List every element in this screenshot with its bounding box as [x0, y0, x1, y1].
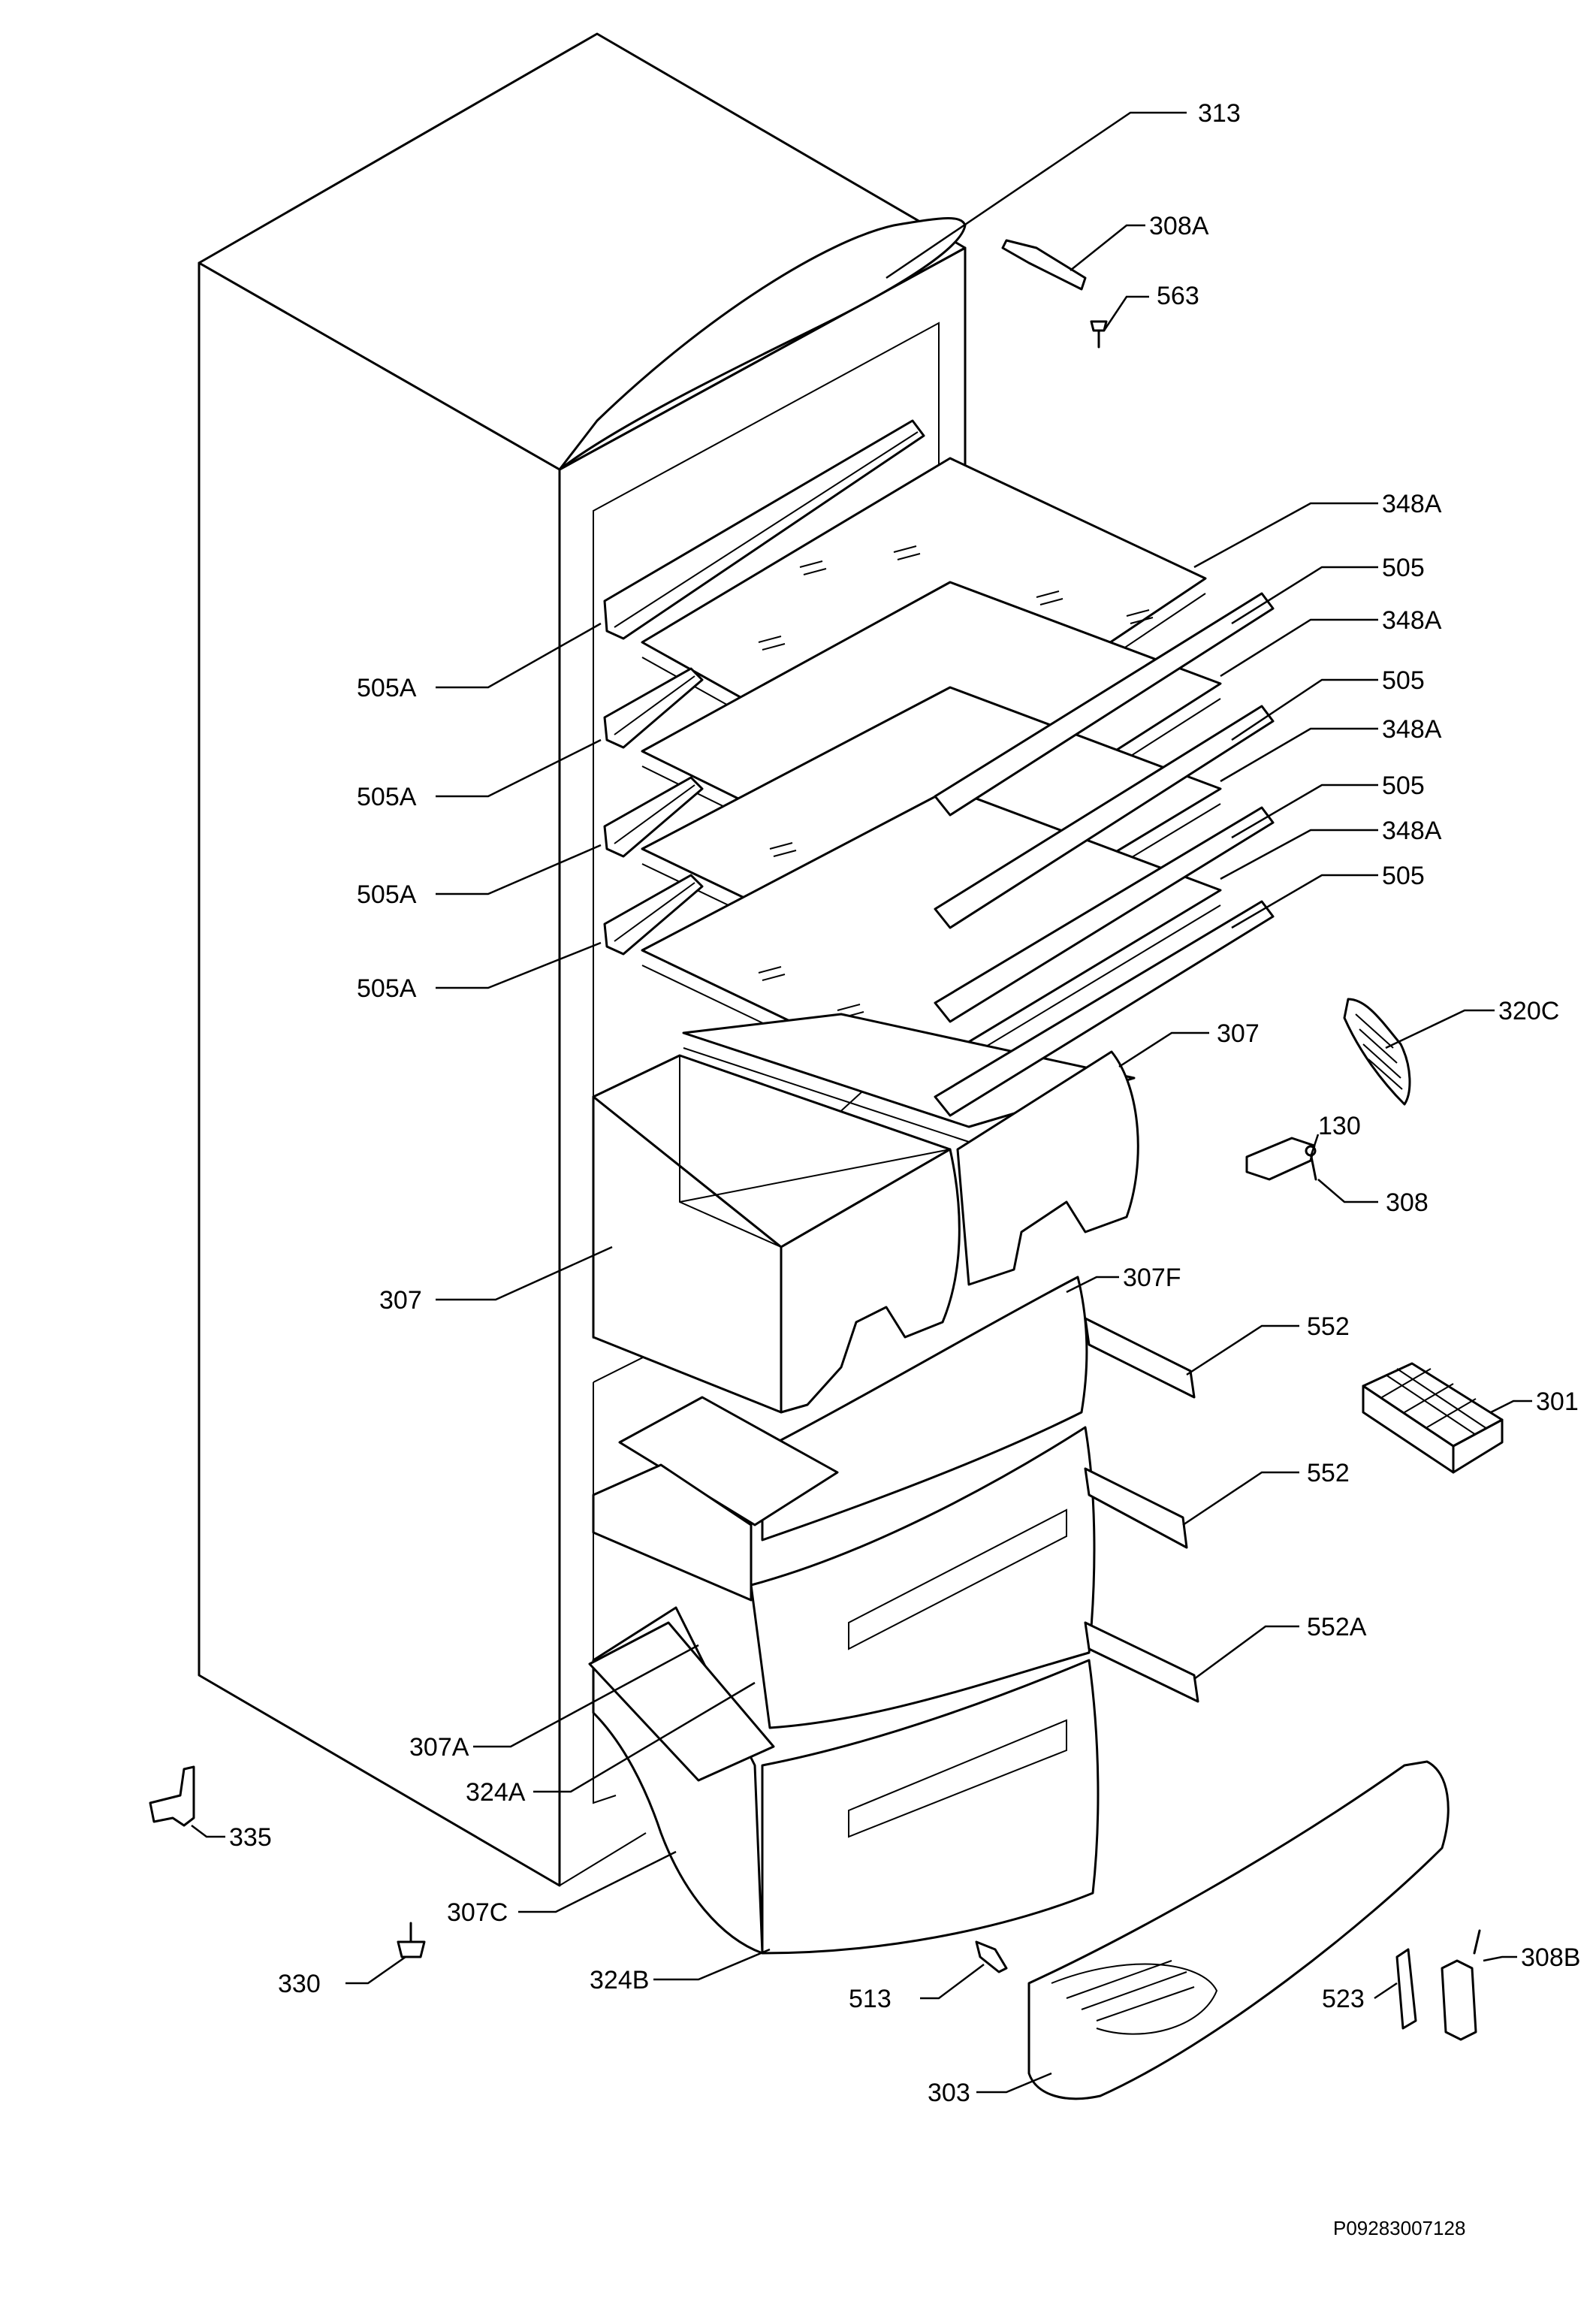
label-513: 513 [849, 1985, 892, 2013]
ice-tray-301 [1362, 1362, 1504, 1474]
part-130 [1245, 1137, 1316, 1181]
callout-labels: 313 308A 563 348A 505 348A 505 348A 505 … [229, 99, 1580, 2239]
part-513 [975, 1940, 1008, 1973]
label-324B: 324B [590, 1966, 649, 1994]
label-505A-4: 505A [357, 974, 417, 1003]
label-313: 313 [1198, 99, 1241, 128]
label-505A-2: 505A [357, 783, 417, 811]
part-308A [1001, 239, 1087, 291]
label-552-2: 552 [1307, 1459, 1350, 1487]
freezer-tray-307C [588, 1621, 775, 1782]
label-301: 301 [1536, 1387, 1579, 1416]
reference-code: P09283007128 [1333, 2217, 1465, 2239]
label-130: 130 [1318, 1112, 1361, 1140]
shelf-support-505A-3 [603, 776, 704, 858]
label-505-1: 505 [1382, 554, 1425, 582]
label-348A-3: 348A [1382, 715, 1442, 744]
label-563: 563 [1157, 282, 1199, 310]
foot-330 [397, 1922, 426, 1958]
label-552A: 552A [1307, 1613, 1367, 1641]
crisper-cover-glass [682, 1013, 1136, 1143]
label-308A: 308A [1149, 212, 1209, 240]
freezer-flap-307F [761, 1276, 1088, 1541]
label-505-3: 505 [1382, 772, 1425, 800]
freezer-tray-307A [592, 1396, 839, 1602]
label-308B: 308B [1521, 1943, 1580, 1972]
shelf-support-505A-4 [603, 874, 704, 956]
freezer-drawer-324A [750, 1426, 1096, 1729]
shelf-trim-505-4 [934, 900, 1275, 1117]
rail-552-1 [1084, 1317, 1196, 1399]
kickplate-303 [1027, 1760, 1450, 2100]
shelf-support-505A-2 [603, 667, 704, 749]
label-523: 523 [1322, 1985, 1365, 2013]
label-348A-2: 348A [1382, 606, 1442, 635]
label-330: 330 [278, 1970, 321, 1998]
label-307A: 307A [409, 1733, 469, 1762]
screw-563 [1090, 320, 1108, 349]
label-308: 308 [1386, 1188, 1429, 1217]
crisper-drawer-307-left [592, 1054, 961, 1414]
label-307-right: 307 [1217, 1019, 1260, 1048]
label-324A: 324A [466, 1778, 526, 1807]
label-552-1: 552 [1307, 1312, 1350, 1341]
shelf-trim-505-1 [934, 592, 1275, 817]
label-307-left: 307 [379, 1286, 422, 1315]
top-cover-313 [558, 217, 967, 471]
rail-552A [1084, 1621, 1199, 1703]
hinge-308B [1441, 1929, 1481, 2041]
hinge-335 [149, 1765, 195, 1827]
label-348A-4: 348A [1382, 817, 1442, 845]
shelf-support-505A-1 [603, 419, 925, 640]
label-303: 303 [928, 2079, 970, 2107]
label-505-4: 505 [1382, 862, 1425, 890]
crisper-drawer-307-right [956, 1050, 1139, 1286]
label-307F: 307F [1123, 1264, 1181, 1292]
label-505A-3: 505A [357, 880, 417, 909]
leader-lines [191, 111, 1532, 2094]
shelf-trim-505-2 [934, 705, 1275, 929]
label-320C: 320C [1498, 997, 1559, 1025]
label-505-2: 505 [1382, 666, 1425, 695]
vent-grille-320C [1343, 998, 1411, 1106]
rail-552-2 [1084, 1467, 1188, 1549]
label-505A-1: 505A [357, 674, 417, 702]
shelf-trim-505-3 [934, 806, 1275, 1023]
label-348A-1: 348A [1382, 490, 1442, 518]
cabinet [198, 32, 967, 1887]
label-335: 335 [229, 1823, 272, 1852]
bracket-523 [1395, 1948, 1417, 2030]
label-307C: 307C [447, 1898, 508, 1927]
